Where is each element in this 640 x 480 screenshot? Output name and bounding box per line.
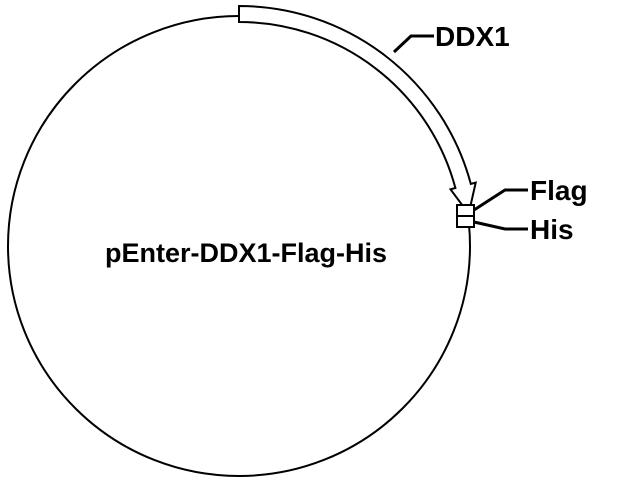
his-tag-label: His: [530, 214, 574, 245]
ddx1-gene-label: DDX1: [435, 21, 510, 52]
ddx1-leader-line: [392, 34, 434, 54]
flag-tag-box: [456, 204, 475, 217]
flag-leader-line: [473, 188, 528, 212]
flag-tag-label: Flag: [530, 175, 588, 206]
his-tag-box: [456, 215, 475, 228]
his-leader-line: [473, 220, 528, 231]
plasmid-name-label: pEnter-DDX1-Flag-His: [105, 238, 387, 268]
